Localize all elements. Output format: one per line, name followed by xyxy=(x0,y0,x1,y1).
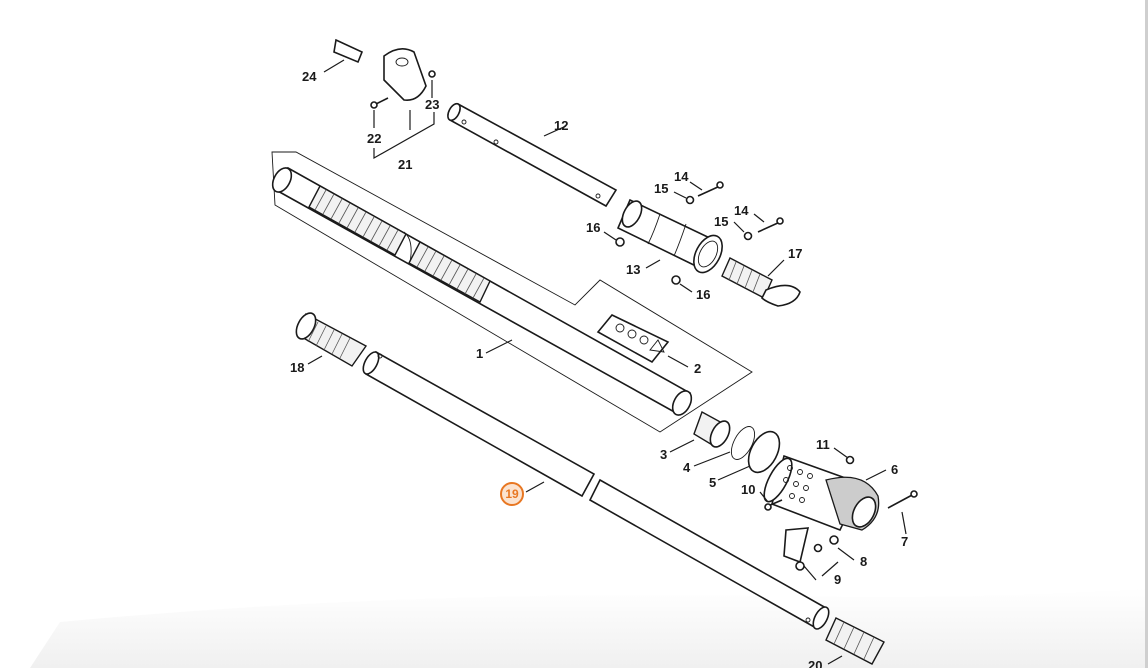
label-11: 11 xyxy=(816,437,830,452)
label-14a: 14 xyxy=(674,169,689,184)
label-15b: 15 xyxy=(714,214,728,229)
part-19-tube[interactable] xyxy=(360,350,832,632)
part-18-sleeve xyxy=(295,312,368,367)
label-18: 18 xyxy=(290,360,304,375)
label-16b: 16 xyxy=(696,287,710,302)
label-8: 8 xyxy=(860,554,867,569)
label-10: 10 xyxy=(741,482,755,497)
label-1: 1 xyxy=(476,346,483,361)
part-17-clamp xyxy=(721,257,801,307)
part-13-coupling xyxy=(616,198,723,274)
label-5: 5 xyxy=(709,475,716,490)
label-6: 6 xyxy=(891,462,898,477)
label-19[interactable]: 19 xyxy=(505,487,519,501)
label-17: 17 xyxy=(788,246,802,261)
label-23: 23 xyxy=(425,97,439,112)
label-16a: 16 xyxy=(586,220,600,235)
label-14b: 14 xyxy=(734,203,749,218)
parts-21-24-bracket xyxy=(333,38,436,109)
part-2-warning-label xyxy=(596,314,670,364)
leader-lines xyxy=(307,59,907,665)
part-20-end-cap xyxy=(825,617,885,665)
label-21: 21 xyxy=(398,157,412,172)
label-9: 9 xyxy=(834,572,841,587)
label-4: 4 xyxy=(683,460,691,475)
callout-labels: 1 2 3 4 5 6 7 8 9 10 11 12 13 14 14 15 1… xyxy=(290,69,908,668)
parts-3-4-5 xyxy=(693,410,781,474)
label-7: 7 xyxy=(901,534,908,549)
part-6-housing xyxy=(763,454,880,532)
page-edge xyxy=(1145,0,1148,668)
part-1-shaft xyxy=(271,166,693,416)
label-15a: 15 xyxy=(654,181,668,196)
label-20: 20 xyxy=(808,658,822,668)
label-3: 3 xyxy=(660,447,667,462)
label-22: 22 xyxy=(367,131,381,146)
label-24: 24 xyxy=(302,69,317,84)
part-12-tube xyxy=(447,102,618,208)
label-13: 13 xyxy=(626,262,640,277)
part-19-highlight-marker[interactable] xyxy=(500,482,524,506)
assembly-1-outline xyxy=(271,151,753,433)
label-12: 12 xyxy=(554,118,568,133)
parts-7-to-11 xyxy=(764,455,918,571)
hardware-14-15-16 xyxy=(615,181,784,285)
label-2: 2 xyxy=(694,361,701,376)
